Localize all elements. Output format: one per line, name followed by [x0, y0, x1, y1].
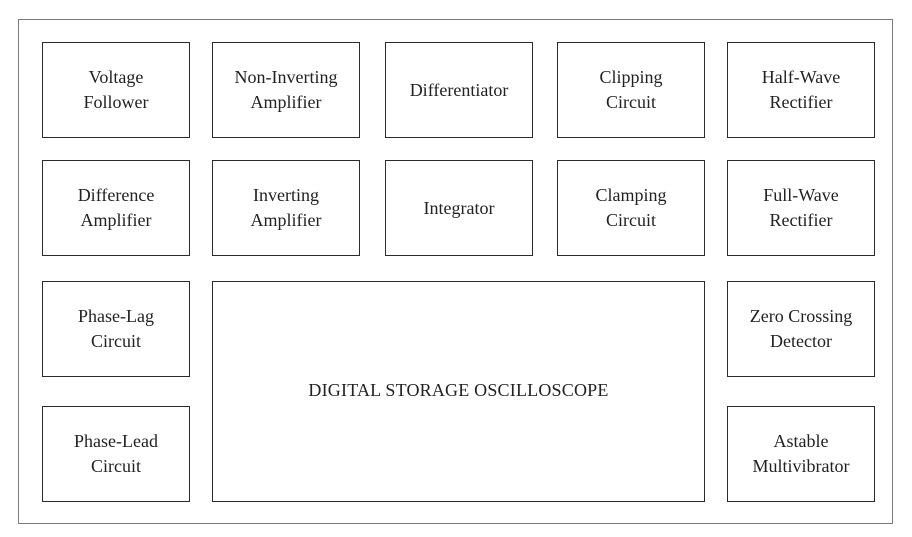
non-inverting-amplifier-label: Non-Inverting Amplifier: [234, 67, 338, 112]
digital-storage-oscilloscope-label: DIGITAL STORAGE OSCILLOSCOPE: [308, 380, 609, 400]
differentiator-block: Differentiator: [385, 42, 533, 138]
phase-lag-circuit-block: Phase-Lag Circuit: [42, 281, 190, 377]
zero-crossing-detector-label: Zero Crossing Detector: [749, 306, 853, 351]
differentiator-label: Differentiator: [409, 79, 509, 100]
difference-amplifier-label: Difference Amplifier: [77, 185, 155, 230]
phase-lag-circuit-label: Phase-Lag Circuit: [78, 306, 154, 351]
clipping-circuit-block: Clipping Circuit: [557, 42, 705, 138]
full-wave-rectifier-block: Full-Wave Rectifier: [727, 160, 875, 256]
clipping-circuit-label: Clipping Circuit: [599, 67, 663, 112]
inverting-amplifier-label: Inverting Amplifier: [250, 185, 322, 230]
half-wave-rectifier-label: Half-Wave Rectifier: [761, 67, 841, 112]
integrator-block: Integrator: [385, 160, 533, 256]
full-wave-rectifier-label: Full-Wave Rectifier: [763, 185, 839, 230]
astable-multivibrator-block: Astable Multivibrator: [727, 406, 875, 502]
voltage-follower-block: Voltage Follower: [42, 42, 190, 138]
digital-storage-oscilloscope-block: DIGITAL STORAGE OSCILLOSCOPE: [212, 281, 705, 502]
phase-lead-circuit-block: Phase-Lead Circuit: [42, 406, 190, 502]
half-wave-rectifier-block: Half-Wave Rectifier: [727, 42, 875, 138]
phase-lead-circuit-label: Phase-Lead Circuit: [74, 431, 158, 476]
zero-crossing-detector-block: Zero Crossing Detector: [727, 281, 875, 377]
integrator-label: Integrator: [423, 197, 495, 218]
non-inverting-amplifier-block: Non-Inverting Amplifier: [212, 42, 360, 138]
inverting-amplifier-block: Inverting Amplifier: [212, 160, 360, 256]
astable-multivibrator-label: Astable Multivibrator: [752, 431, 850, 476]
clamping-circuit-label: Clamping Circuit: [595, 185, 667, 230]
voltage-follower-label: Voltage Follower: [83, 67, 149, 112]
clamping-circuit-block: Clamping Circuit: [557, 160, 705, 256]
diagram-frame: [18, 19, 893, 524]
difference-amplifier-block: Difference Amplifier: [42, 160, 190, 256]
